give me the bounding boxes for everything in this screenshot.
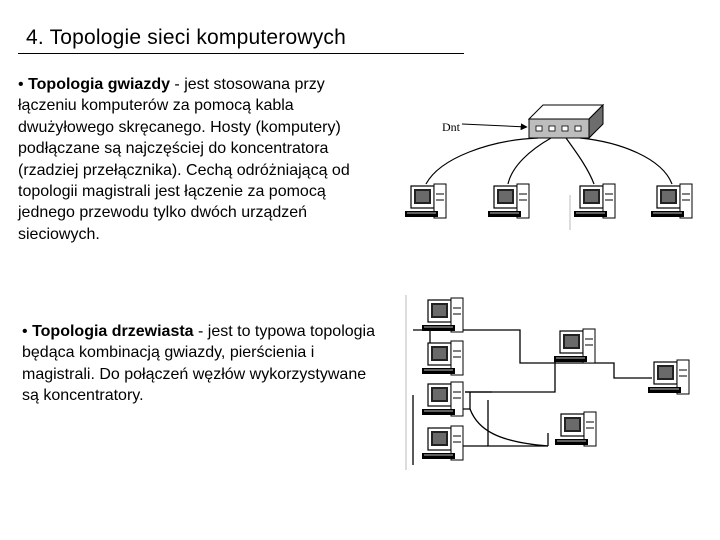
- tree-cables: [412, 316, 652, 465]
- tree-topology-diagram: [405, 295, 690, 470]
- computer-icon: [647, 359, 690, 395]
- computer-icon: [487, 183, 530, 219]
- title-underline: [18, 53, 464, 54]
- computer-icon: [421, 297, 464, 333]
- computer-icon: [421, 381, 464, 417]
- computer-icon: [573, 183, 616, 219]
- computer-icon: [554, 411, 597, 447]
- diagram-label: Dnt: [442, 120, 461, 134]
- slide-title: 4. Topologie sieci komputerowych: [26, 26, 347, 49]
- star-term: Topologia gwiazdy: [28, 76, 170, 93]
- star-bullet: •: [18, 76, 24, 93]
- tree-term: Topologia drzewiasta: [32, 323, 194, 340]
- computer-icon: [404, 183, 447, 219]
- star-description: - jest stosowana przy łączeniu komputeró…: [18, 76, 350, 243]
- computer-icon: [553, 328, 596, 364]
- star-topology-paragraph: • Topologia gwiazdy - jest stosowana prz…: [18, 74, 383, 245]
- tree-topology-paragraph: • Topologia drzewiasta - jest to typowa …: [22, 321, 384, 407]
- hub-icon: [527, 103, 605, 140]
- star-cables: [425, 137, 673, 185]
- tree-description: - jest to typowa topologia będąca kombin…: [22, 323, 375, 405]
- computer-icon: [421, 425, 464, 461]
- computer-icon: [650, 183, 693, 219]
- computer-icon: [421, 340, 464, 376]
- star-topology-diagram: Dnt: [404, 103, 693, 230]
- label-arrow: [461, 123, 528, 131]
- tree-bullet: •: [22, 323, 28, 340]
